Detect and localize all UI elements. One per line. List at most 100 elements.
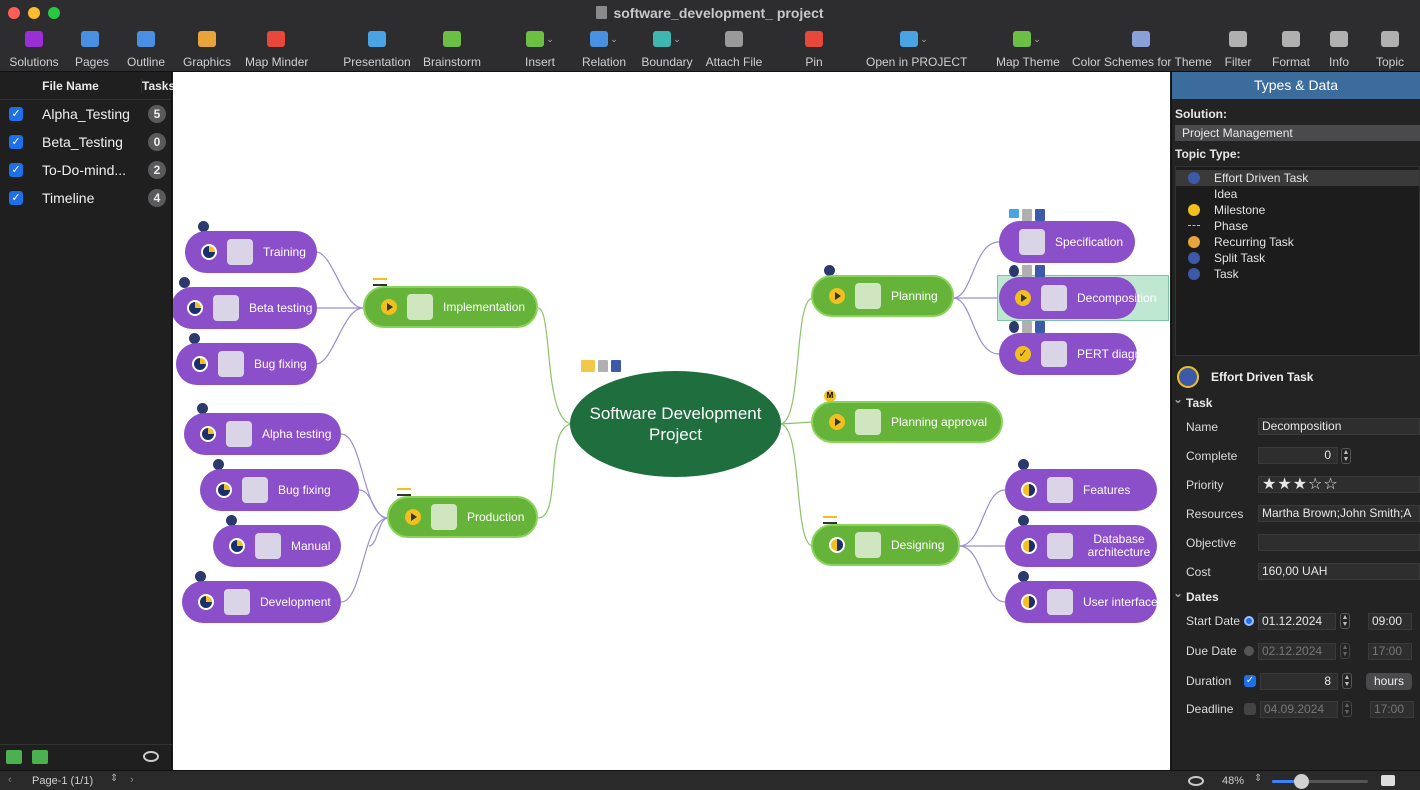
file-row[interactable]: ✓Timeline4 — [0, 184, 171, 212]
file-visible-checkbox[interactable]: ✓ — [9, 191, 23, 205]
deadline-field[interactable]: 04.09.2024 — [1260, 701, 1338, 718]
topic-training[interactable]: Training — [185, 231, 317, 273]
star-filled-icon[interactable]: ★ — [1293, 476, 1308, 493]
toolbar-presentation-button[interactable]: Presentation — [343, 28, 411, 70]
topic-designing[interactable]: Designing — [811, 524, 960, 566]
visibility-icon[interactable] — [143, 751, 159, 762]
topic-beta-testing[interactable]: Beta testing — [173, 287, 317, 329]
mind-map-canvas[interactable]: Software Development Project Implementat… — [173, 72, 1170, 770]
tasks-column-header[interactable]: Tasks — [141, 79, 171, 93]
fit-page-icon[interactable] — [1381, 775, 1395, 786]
toolbar-boundary-button[interactable]: ⌄Boundary — [641, 28, 693, 70]
duration-checkbox[interactable]: ✓ — [1244, 675, 1256, 687]
topic-planning[interactable]: Planning — [811, 275, 954, 317]
toolbar-color-schemes-for-theme-button[interactable]: Color Schemes for Theme — [1072, 28, 1210, 70]
priority-stars[interactable]: ★★★☆☆ — [1258, 476, 1420, 493]
topic-specification[interactable]: Specification — [999, 221, 1135, 263]
note-icon[interactable] — [1035, 209, 1045, 221]
star-filled-icon[interactable]: ★ — [1277, 476, 1292, 493]
topic-pert-diagram[interactable]: ✓ PERT diagram — [999, 333, 1137, 375]
cost-field[interactable]: 160,00 UAH — [1258, 563, 1420, 580]
deadline-checkbox[interactable] — [1244, 703, 1256, 715]
chevron-down-icon[interactable]: ⌄ — [920, 34, 928, 45]
star-empty-icon[interactable]: ☆ — [1323, 476, 1338, 493]
deadline-time-field[interactable]: 17:00 — [1370, 701, 1414, 718]
toolbar-pin-button[interactable]: Pin — [800, 28, 828, 70]
toolbar-relation-button[interactable]: ⌄Relation — [580, 28, 628, 70]
star-empty-icon[interactable]: ☆ — [1308, 476, 1323, 493]
chevron-down-icon[interactable]: ⌄ — [546, 34, 554, 45]
zoom-slider-knob[interactable] — [1294, 774, 1309, 789]
due-date-stepper[interactable]: ▲▼ — [1340, 643, 1350, 659]
file-row[interactable]: ✓Alpha_Testing5 — [0, 100, 171, 128]
toolbar-map-theme-button[interactable]: ⌄Map Theme — [996, 28, 1058, 70]
topic-development[interactable]: Development — [182, 581, 341, 623]
toolbar-pages-button[interactable]: Pages — [75, 28, 105, 70]
star-filled-icon[interactable]: ★ — [1262, 476, 1277, 493]
duration-field[interactable]: 8 — [1260, 673, 1338, 690]
start-time-field[interactable]: 09:00 — [1368, 613, 1412, 630]
start-date-field[interactable]: 01.12.2024 — [1258, 613, 1336, 630]
topic-bug-fixing-2[interactable]: Bug fixing — [200, 469, 359, 511]
due-date-radio[interactable] — [1244, 646, 1254, 656]
toolbar-map-minder-button[interactable]: Map Minder — [245, 28, 307, 70]
toolbar-format-button[interactable]: Format — [1272, 28, 1310, 70]
chevron-down-icon[interactable]: ⌄ — [610, 34, 618, 45]
topic-user-interface[interactable]: User interface — [1005, 581, 1157, 623]
complete-stepper[interactable]: ▲▼ — [1341, 448, 1351, 464]
file-visible-checkbox[interactable]: ✓ — [9, 163, 23, 177]
folder-icon[interactable] — [581, 360, 595, 372]
note-icon[interactable] — [1035, 321, 1045, 333]
toolbar-outline-button[interactable]: Outline — [126, 28, 166, 70]
visibility-icon[interactable] — [1188, 776, 1204, 786]
toolbar-solutions-button[interactable]: Solutions — [6, 28, 62, 70]
file-name-column-header[interactable]: File Name — [0, 79, 141, 93]
toolbar-open-in-project-button[interactable]: ⌄Open in PROJECT — [866, 28, 962, 70]
toolbar-insert-button[interactable]: ⌄Insert — [520, 28, 560, 70]
prev-page-icon[interactable]: ‹ — [8, 774, 12, 786]
topic-planning-approval[interactable]: Planning approval — [811, 401, 1003, 443]
mail-icon[interactable] — [1009, 209, 1019, 218]
topic-bug-fixing[interactable]: Bug fixing — [176, 343, 317, 385]
topic-decomposition[interactable]: Decomposition — [999, 277, 1137, 319]
toolbar-graphics-button[interactable]: Graphics — [183, 28, 231, 70]
toolbar-filter-button[interactable]: Filter — [1223, 28, 1253, 70]
start-date-radio[interactable] — [1244, 616, 1254, 626]
file-row[interactable]: ✓Beta_Testing0 — [0, 128, 171, 156]
note-icon[interactable] — [1035, 265, 1045, 277]
topic-alpha-testing[interactable]: Alpha testing — [184, 413, 341, 455]
solution-select[interactable]: Project Management — [1175, 125, 1420, 141]
note-icon[interactable] — [611, 360, 621, 372]
start-date-stepper[interactable]: ▲▼ — [1340, 613, 1350, 629]
complete-field[interactable]: 0 — [1258, 447, 1338, 464]
topic-database-architecture[interactable]: Database architecture — [1005, 525, 1157, 567]
zoom-stepper-icon[interactable]: ⇕ — [1254, 773, 1262, 784]
topic-implementation[interactable]: Implementation — [363, 286, 538, 328]
resources-field[interactable]: Martha Brown;John Smith;A — [1258, 505, 1420, 522]
next-page-icon[interactable]: › — [130, 774, 134, 786]
topic-type-item[interactable]: Milestone — [1176, 202, 1419, 218]
topic-type-item[interactable]: Effort Driven Task — [1176, 170, 1419, 186]
due-date-field[interactable]: 02.12.2024 — [1258, 643, 1336, 660]
topic-manual[interactable]: Manual — [213, 525, 341, 567]
deadline-stepper[interactable]: ▲▼ — [1342, 701, 1352, 717]
link-icon[interactable] — [1022, 265, 1032, 277]
link-icon[interactable] — [598, 360, 608, 372]
task-section-header[interactable]: Task — [1172, 394, 1420, 412]
chevron-down-icon[interactable]: ⌄ — [673, 34, 681, 45]
topic-type-item[interactable]: Task — [1176, 266, 1419, 282]
toolbar-info-button[interactable]: Info — [1327, 28, 1351, 70]
topic-type-item[interactable]: Recurring Task — [1176, 234, 1419, 250]
due-time-field[interactable]: 17:00 — [1368, 643, 1412, 660]
dates-section-header[interactable]: Dates — [1172, 588, 1420, 606]
topic-features[interactable]: Features — [1005, 469, 1157, 511]
file-visible-checkbox[interactable]: ✓ — [9, 135, 23, 149]
toolbar-topic-button[interactable]: Topic — [1374, 28, 1406, 70]
toolbar-brainstorm-button[interactable]: Brainstorm — [423, 28, 481, 70]
topic-production[interactable]: Production — [387, 496, 538, 538]
topic-type-item[interactable]: Phase — [1176, 218, 1419, 234]
file-row[interactable]: ✓To-Do-mind...2 — [0, 156, 171, 184]
topic-type-item[interactable]: Idea — [1176, 186, 1419, 202]
name-field[interactable]: Decomposition — [1258, 418, 1420, 435]
zoom-slider[interactable] — [1272, 780, 1368, 783]
